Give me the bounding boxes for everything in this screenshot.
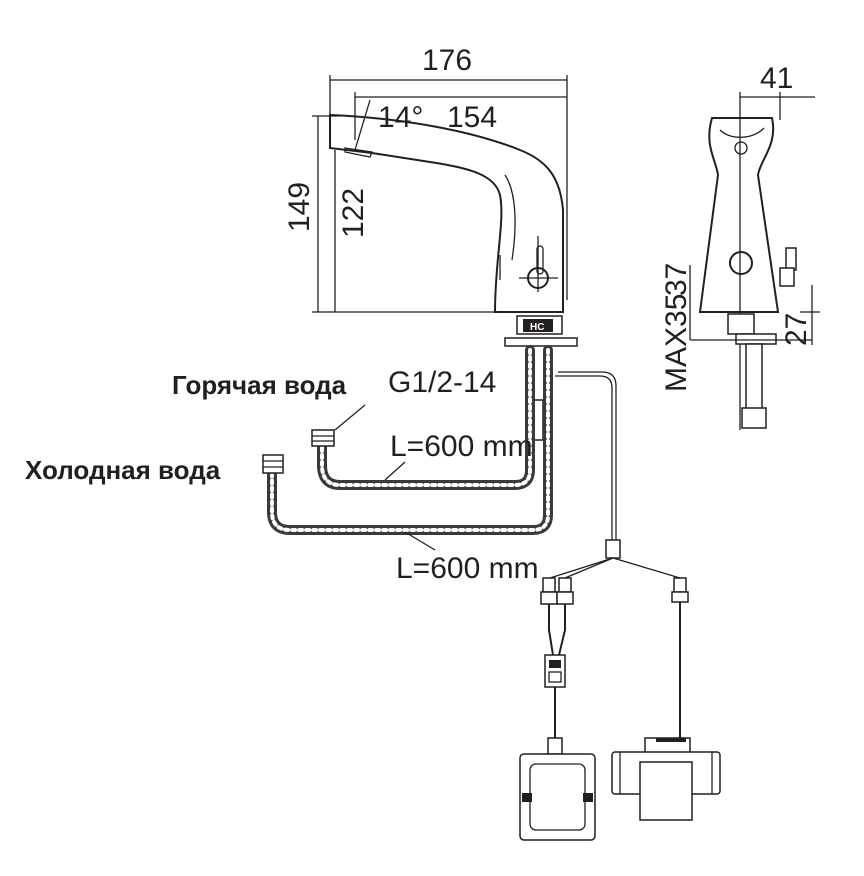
base-marking: HC	[530, 322, 544, 333]
cold-water-label: Холодная вода	[25, 455, 221, 485]
electrical-cables	[519, 371, 721, 841]
front-aerator	[734, 141, 748, 155]
dimension-max35: MAX35	[660, 294, 693, 392]
cold-hose-fitting	[262, 454, 284, 474]
cold-hose-length: L=600 mm	[396, 552, 539, 585]
connector-a	[542, 577, 556, 593]
front-sensor	[729, 251, 753, 275]
front-tail-fitting	[741, 407, 767, 429]
hot-hose-fitting	[311, 429, 335, 447]
hot-water-label: Горячая вода	[172, 370, 347, 400]
connector-c	[673, 577, 687, 593]
hose-hot-leader	[384, 461, 406, 481]
power-supply	[519, 753, 596, 841]
base-marking-box	[523, 319, 553, 332]
dimension-angle: 14°	[378, 101, 423, 134]
dimension-41: 41	[760, 62, 793, 95]
thread-leader	[334, 404, 366, 431]
hoses	[262, 345, 553, 551]
faucet-body	[329, 113, 564, 313]
spout-outlet	[344, 147, 373, 158]
dimension-149: 149	[283, 182, 316, 232]
hot-hose-length: L=600 mm	[390, 430, 533, 463]
mount-washer	[504, 337, 578, 347]
sensor-cable	[555, 375, 613, 540]
faucet-side-view: 176 14° 154 149 122 HC	[283, 44, 578, 441]
solenoid-valve	[611, 737, 721, 821]
hose-cold-leader	[404, 531, 436, 551]
cable-connector-main	[605, 539, 621, 559]
angle-line	[354, 99, 371, 151]
front-body	[698, 117, 780, 313]
dimension-37: 37	[660, 263, 693, 296]
thread-size: G1/2-14	[388, 366, 496, 399]
dimension-176: 176	[422, 44, 472, 77]
faucet-front-view: 41 MAX35 37 27	[660, 62, 820, 430]
dimension-27: 27	[780, 313, 813, 346]
connector-b	[558, 577, 572, 593]
dimension-154: 154	[447, 101, 497, 134]
sensor-slot	[536, 245, 544, 275]
side-button	[785, 247, 797, 271]
dimension-122: 122	[337, 188, 370, 238]
